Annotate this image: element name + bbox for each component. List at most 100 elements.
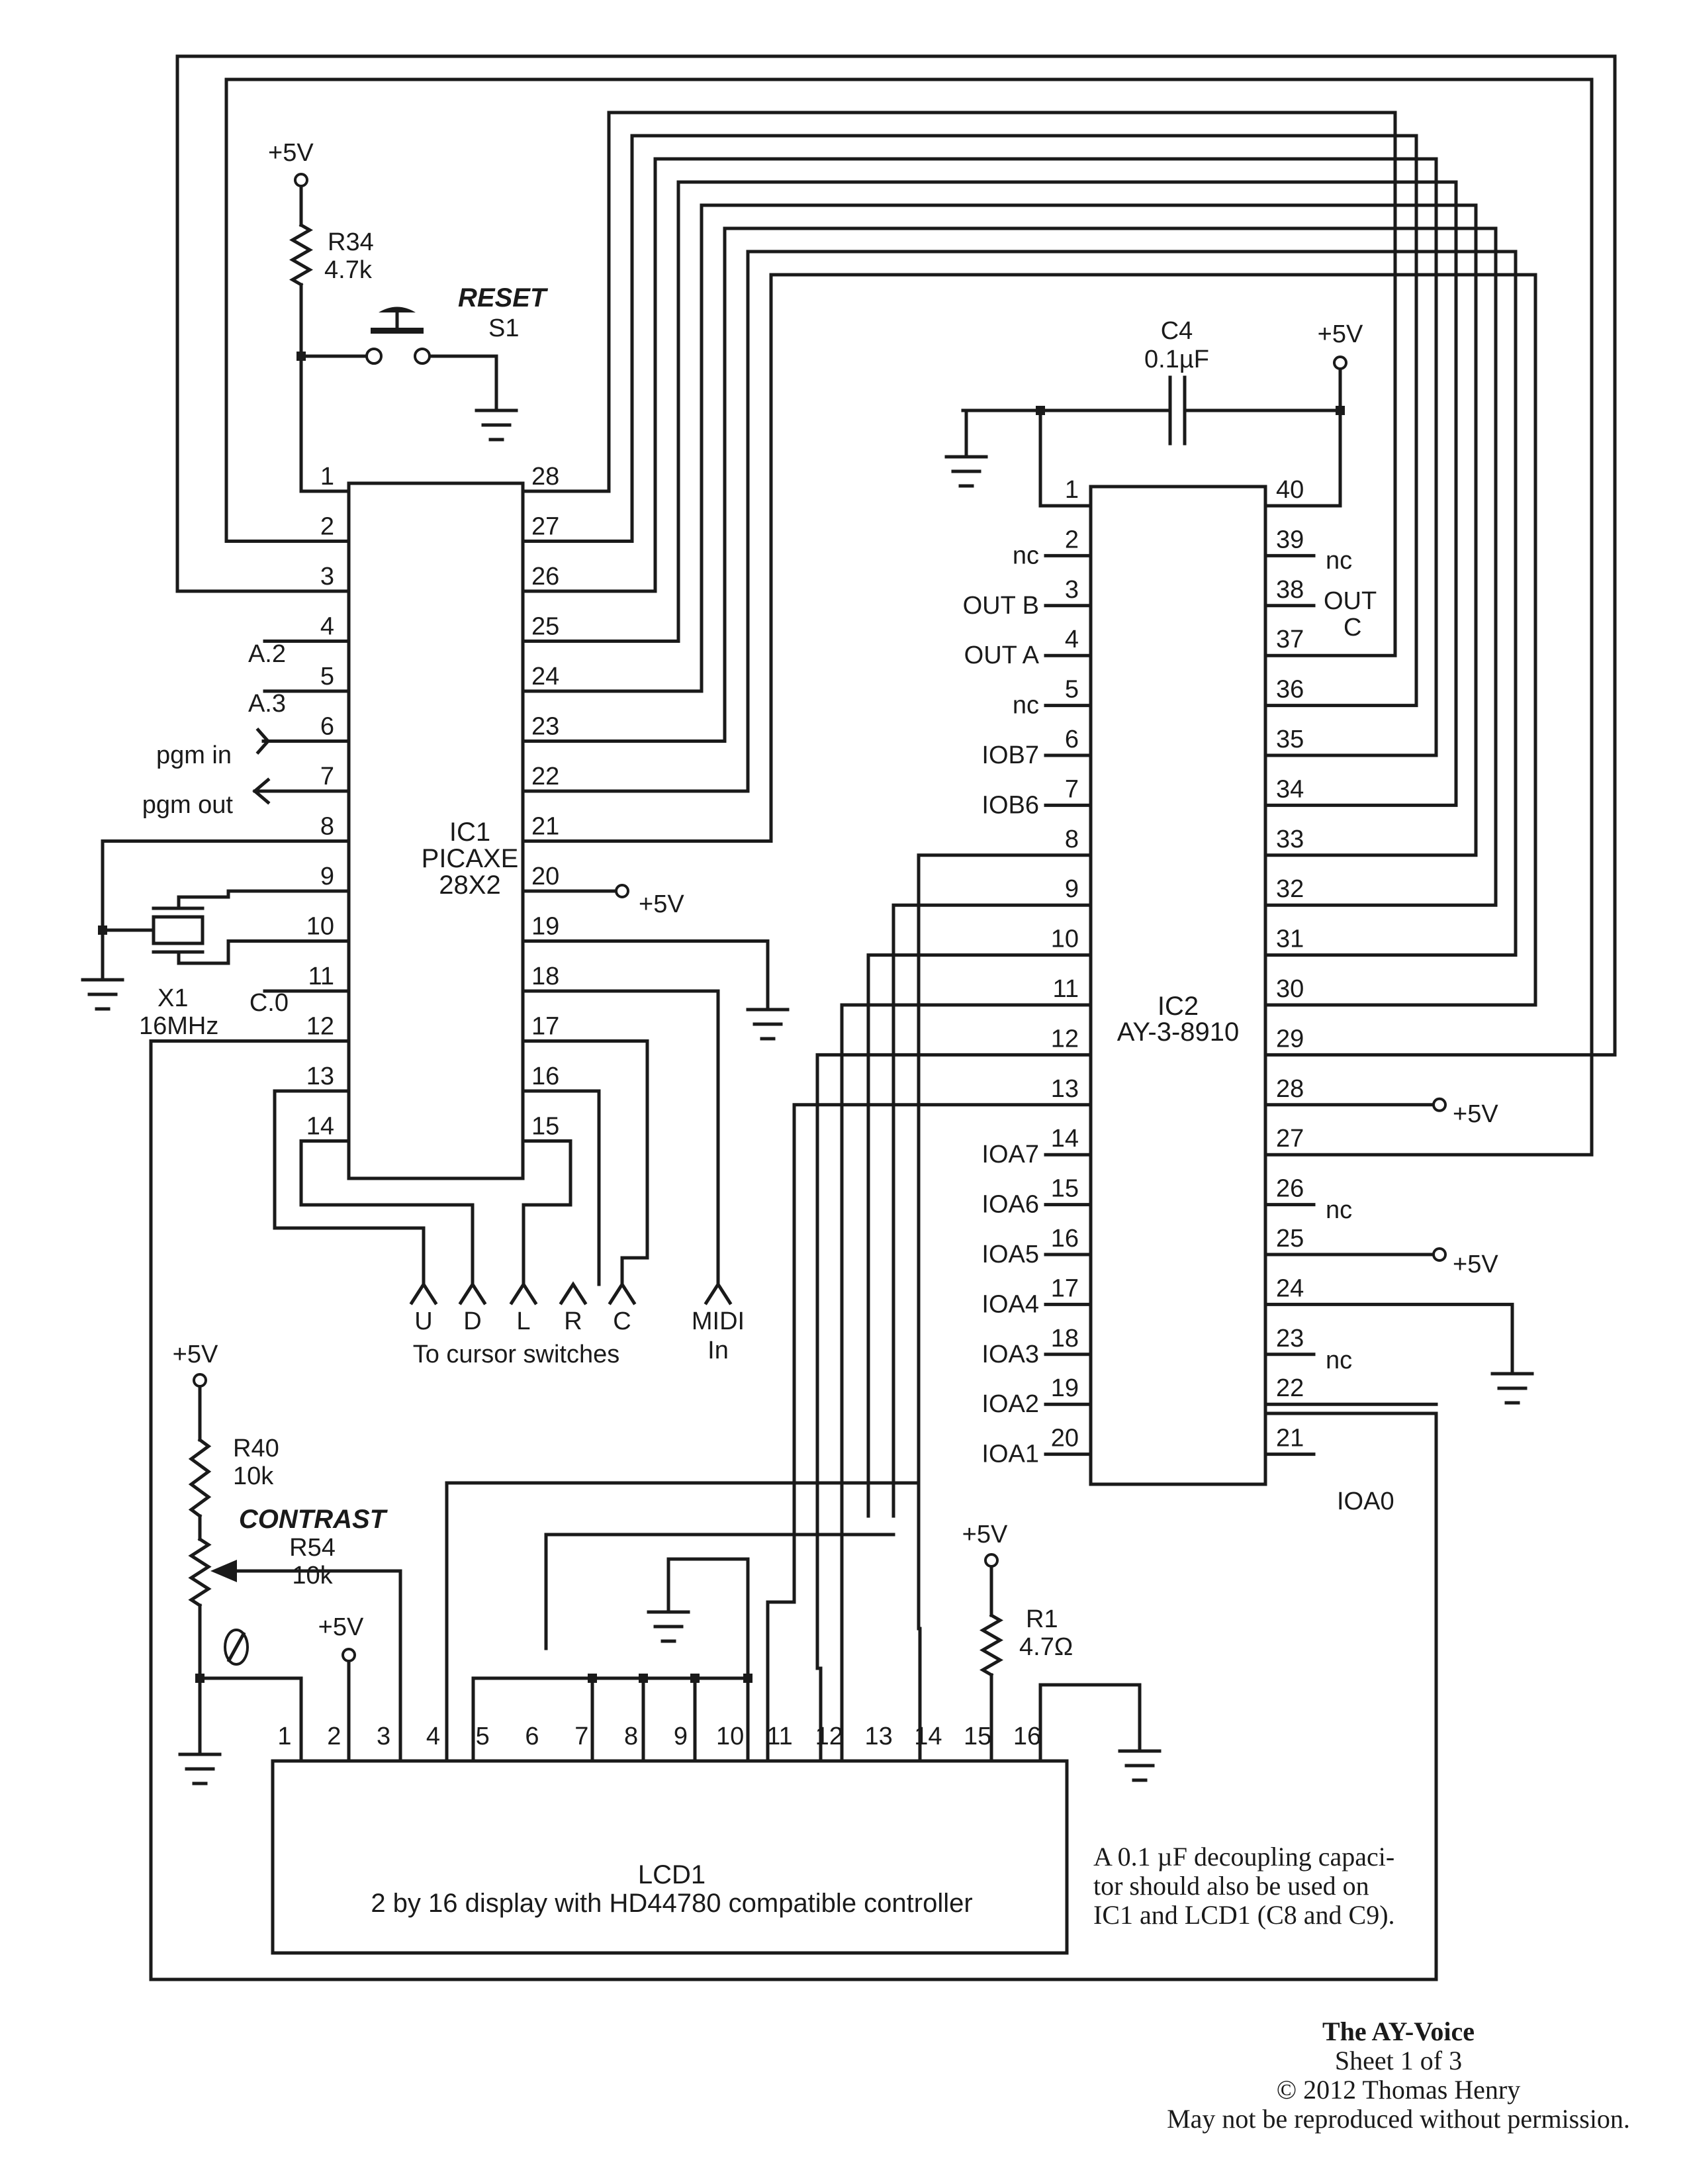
- ic2-pin-14: 14: [1051, 1125, 1079, 1153]
- r40-resistor-icon: [188, 1437, 212, 1519]
- ic2-pin-numbers: 1234567891011121314151617181920403938373…: [1051, 476, 1304, 1452]
- ic2-pin-32: 32: [1276, 875, 1304, 903]
- r34-value: 4.7k: [324, 256, 373, 284]
- lcd1-pin-1: 1: [277, 1723, 291, 1750]
- ground-icon: [1490, 1372, 1534, 1405]
- wire: [521, 989, 720, 1286]
- ic2-pin-1: 1: [1065, 476, 1079, 504]
- ic2-pin-29: 29: [1276, 1025, 1304, 1053]
- ic2-pin-30: 30: [1276, 975, 1304, 1003]
- switch-u-label: U: [414, 1307, 432, 1335]
- ic2-pin-38: 38: [1276, 576, 1304, 604]
- ic2-left-label: IOB6: [981, 791, 1039, 819]
- ic2-pin26-label: nc: [1326, 1196, 1352, 1224]
- data-bus-wire: [840, 1003, 1093, 1518]
- connector-icon: [608, 1281, 637, 1306]
- ic1-pin-23: 23: [531, 713, 559, 741]
- ic2-left-label: IOA4: [981, 1290, 1039, 1318]
- wire: [299, 1139, 475, 1286]
- ic2-pin-23: 23: [1276, 1325, 1304, 1353]
- data-bus-wire: [866, 953, 1093, 1518]
- title-block-title: The AY-Voice: [1322, 2017, 1475, 2046]
- bus-wire: [521, 157, 1438, 757]
- ic1-pin-28: 28: [531, 463, 559, 491]
- c4-ref: C4: [1161, 317, 1193, 345]
- pgm-in-arrow-icon: [255, 727, 271, 755]
- ic1-pin-27: 27: [531, 513, 559, 541]
- supply-terminal-icon: [615, 884, 629, 898]
- ic2-pin-28: 28: [1276, 1075, 1304, 1103]
- wires: [101, 54, 1617, 1981]
- lcd1-pin-7: 7: [574, 1723, 588, 1750]
- switch-contact: [414, 348, 431, 365]
- x1-value: 16MHz: [139, 1012, 218, 1040]
- lcd-pin6-wire: [544, 1533, 895, 1650]
- connector-icon: [509, 1281, 538, 1306]
- junction-dot: [296, 352, 306, 361]
- title-block-sheet: Sheet 1 of 3: [1335, 2046, 1462, 2075]
- ic1-pin-14: 14: [306, 1113, 334, 1141]
- ic1-pin-24: 24: [531, 663, 559, 690]
- r34-ref: R34: [328, 228, 374, 256]
- lcd1-pin-6: 6: [525, 1723, 539, 1750]
- title-block-notice: May not be reproduced without permission…: [1167, 2104, 1630, 2134]
- switch-d-label: D: [463, 1307, 481, 1335]
- data-bus-wire: [766, 1514, 796, 1763]
- pgm-out-arrow-icon: [252, 777, 271, 805]
- r1-supply-label: +5V: [962, 1521, 1008, 1548]
- ground-icon: [944, 455, 988, 488]
- c4-supply-label: +5V: [1318, 320, 1363, 348]
- wire: [1263, 1302, 1514, 1376]
- r54-wiper-arrow-icon: [210, 1560, 237, 1582]
- ic2-pin-24: 24: [1276, 1274, 1304, 1302]
- ic2-pin-7: 7: [1065, 775, 1079, 803]
- ic2-pin38-label-out: OUT: [1324, 587, 1377, 615]
- reset-button-cap: [379, 307, 416, 312]
- r1-resistor-icon: [979, 1613, 1004, 1678]
- ic1-pin-7: 7: [320, 763, 334, 790]
- supply-terminal-icon: [342, 1648, 356, 1662]
- lcd1-pin-9: 9: [674, 1723, 688, 1750]
- wire: [177, 939, 351, 965]
- data-bus-wire: [815, 1053, 1093, 1518]
- reset-switch-name: RESET: [458, 283, 549, 312]
- ic1-pin-16: 16: [531, 1063, 559, 1090]
- wire: [471, 1676, 750, 1763]
- adjust-icon-slash: [226, 1631, 246, 1663]
- ic2-pin-4: 4: [1065, 626, 1079, 653]
- lcd1-pin-8: 8: [624, 1723, 638, 1750]
- wire: [235, 1569, 402, 1763]
- midi-label-2: In: [707, 1337, 729, 1364]
- connector-icon: [409, 1281, 438, 1306]
- ic2-pin-37: 37: [1276, 626, 1304, 653]
- x1-crystal-icon: [152, 915, 205, 945]
- wire: [964, 408, 1170, 459]
- ic2-pin39-label: nc: [1326, 547, 1352, 575]
- data-bus-wire: [792, 1103, 1093, 1518]
- switch-c-label: C: [613, 1307, 631, 1335]
- ic2-pin28-supply-label: +5V: [1453, 1100, 1498, 1128]
- ic1-part: PICAXE: [422, 844, 519, 873]
- lcd1-body: [271, 1759, 1069, 1955]
- ic2-pin-27: 27: [1276, 1125, 1304, 1153]
- r40-supply-label: +5V: [173, 1341, 218, 1368]
- ic1-pin20-supply-label: +5V: [639, 890, 684, 918]
- ic1-ref: IC1: [449, 818, 490, 847]
- bus-wire: [521, 226, 1498, 907]
- note-line-3: IC1 and LCD1 (C8 and C9).: [1093, 1900, 1395, 1930]
- ic1-pin-6: 6: [320, 713, 334, 741]
- wire: [428, 354, 498, 412]
- ic1-pin-25: 25: [531, 613, 559, 641]
- switch-l-label: L: [516, 1307, 530, 1335]
- junction-dot: [1036, 406, 1045, 415]
- junction-dot: [743, 1674, 752, 1683]
- wire: [149, 1039, 1438, 1981]
- ic2-pin-8: 8: [1065, 826, 1079, 853]
- ic2-pin-20: 20: [1051, 1425, 1079, 1452]
- supply-terminal-icon: [1432, 1097, 1447, 1112]
- r54-value: 10k: [292, 1562, 333, 1590]
- ic1-pin-1: 1: [320, 463, 334, 491]
- lcd1-pin-2: 2: [327, 1723, 341, 1750]
- ic1-pin-22: 22: [531, 763, 559, 790]
